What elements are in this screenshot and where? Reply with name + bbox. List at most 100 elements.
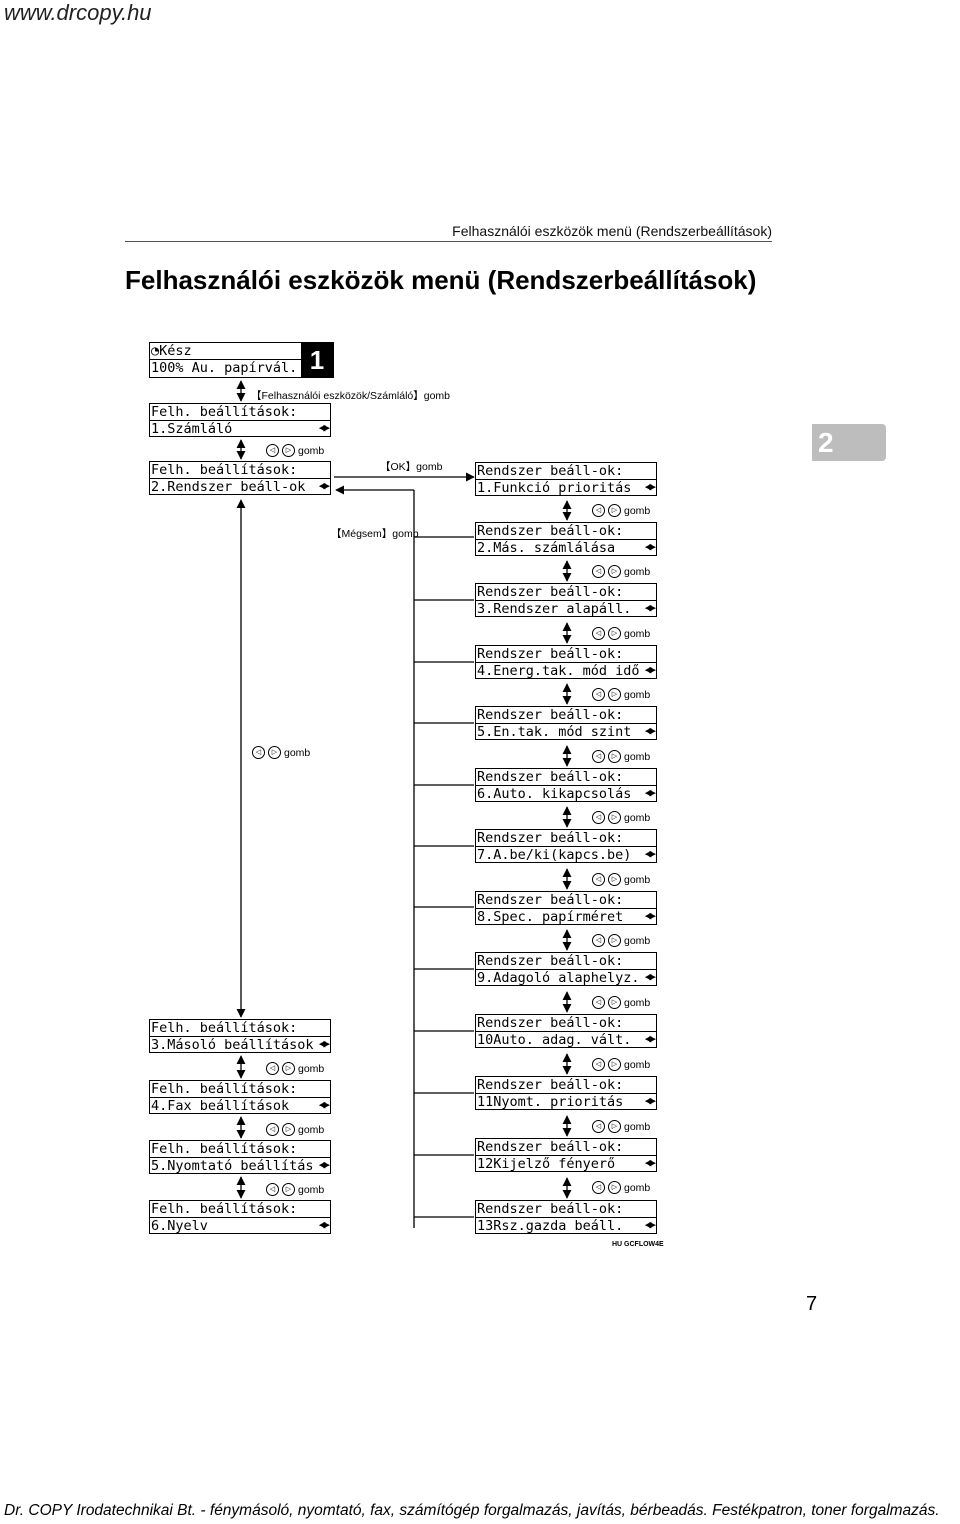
nav-buttons: ◁▷gomb (592, 504, 650, 517)
lcd-system-5: Rendszer beáll-ok:5.En.tak. mód szint◀▶ (475, 706, 657, 740)
right-arrow-icon: ▷ (608, 750, 621, 763)
gomb-label: gomb (298, 444, 325, 457)
lcd-header: Rendszer beáll-ok: (477, 707, 624, 723)
left-arrow-icon: ◁ (592, 934, 605, 947)
cancel-key-label: 【Mégsem】gomb (331, 528, 419, 540)
figure-code: HU GCFLOW4E (612, 1241, 664, 1248)
nav-buttons: ◁▷gomb (266, 1183, 324, 1196)
gomb-label: gomb (624, 873, 651, 886)
lcd-user-3: Felh. beállítások: 3.Másoló beállítások … (149, 1019, 331, 1053)
lcd-header: Felh. beállítások: (151, 1141, 298, 1157)
lcd-header: Rendszer beáll-ok: (477, 1015, 624, 1031)
lcd-header: Felh. beállítások: (151, 1201, 298, 1217)
lcd-item: 5.En.tak. mód szint (476, 723, 656, 739)
lcd-item: 3.Rendszer alapáll. (476, 600, 656, 616)
lcd-user-6: Felh. beállítások: 6.Nyelv ◀▶ (149, 1200, 331, 1234)
right-arrow-icon: ▷ (608, 873, 621, 886)
ready-line2: 100% Au. papírvál. (150, 359, 303, 376)
page-title: Felhasználói eszközök menü (Rendszerbeál… (125, 265, 757, 295)
gomb-label: gomb (624, 627, 651, 640)
lcd-item: 2.Rendszer beáll-ok (150, 478, 330, 494)
left-right-arrows-icon: ◀▶ (644, 1094, 656, 1107)
lcd-system-6: Rendszer beáll-ok:6.Auto. kikapcsolás◀▶ (475, 768, 657, 802)
nav-buttons: ◁▷gomb (252, 746, 310, 759)
lcd-system-2: Rendszer beáll-ok:2.Más. számlálása◀▶ (475, 522, 657, 556)
lcd-item: 10Auto. adag. vált. (476, 1031, 656, 1047)
lcd-header: Rendszer beáll-ok: (477, 1201, 624, 1217)
nav-buttons: ◁▷gomb (592, 873, 650, 886)
lcd-user-5: Felh. beállítások: 5.Nyomtató beállítás … (149, 1140, 331, 1174)
gomb-label: gomb (298, 1123, 325, 1136)
lcd-header: Felh. beállítások: (151, 462, 298, 478)
right-arrow-icon: ▷ (608, 504, 621, 517)
left-right-arrows-icon: ◀▶ (644, 909, 656, 922)
gomb-label: gomb (624, 1058, 651, 1071)
left-right-arrows-icon: ◀▶ (644, 724, 656, 737)
ready-screen: ◔Kész 100% Au. papírvál. 1 (149, 342, 334, 378)
left-right-arrows-icon: ◀▶ (644, 970, 656, 983)
right-arrow-icon: ▷ (282, 1062, 295, 1075)
left-right-arrows-icon: ◀▶ (318, 1158, 330, 1171)
lcd-item: 4.Energ.tak. mód idő (476, 662, 656, 678)
lcd-user-1: Felh. beállítások: 1.Számláló ◀▶ (149, 403, 331, 437)
lcd-item: 5.Nyomtató beállítás (150, 1157, 330, 1173)
lcd-header: Rendszer beáll-ok: (477, 584, 624, 600)
right-arrow-icon: ▷ (608, 934, 621, 947)
page-number: 7 (806, 1293, 818, 1315)
left-arrow-icon: ◁ (266, 444, 279, 457)
gomb-label: gomb (624, 688, 651, 701)
lcd-item: 1.Számláló (150, 420, 330, 436)
gomb-label: gomb (624, 1120, 651, 1133)
nav-buttons: ◁▷gomb (266, 1123, 324, 1136)
right-arrow-icon: ▷ (282, 444, 295, 457)
left-arrow-icon: ◁ (266, 1183, 279, 1196)
right-arrow-icon: ▷ (608, 996, 621, 1009)
nav-buttons: ◁▷gomb (592, 627, 650, 640)
nav-buttons: ◁▷gomb (592, 688, 650, 701)
left-right-arrows-icon: ◀▶ (644, 1218, 656, 1231)
left-arrow-icon: ◁ (592, 873, 605, 886)
running-head: Felhasználói eszközök menü (Rendszerbeál… (452, 223, 772, 239)
lcd-item: 1.Funkció prioritás (476, 479, 656, 495)
lcd-item: 9.Adagoló alaphelyz. (476, 969, 656, 985)
left-right-arrows-icon: ◀▶ (318, 479, 330, 492)
nav-buttons: ◁▷gomb (592, 811, 650, 824)
left-arrow-icon: ◁ (266, 1123, 279, 1136)
lcd-item: 2.Más. számlálása (476, 539, 656, 555)
gomb-label: gomb (298, 1062, 325, 1075)
lcd-header: Rendszer beáll-ok: (477, 1139, 624, 1155)
lcd-user-4: Felh. beállítások: 4.Fax beállítások ◀▶ (149, 1080, 331, 1114)
left-arrow-icon: ◁ (592, 811, 605, 824)
lcd-system-10: Rendszer beáll-ok:10Auto. adag. vált.◀▶ (475, 1014, 657, 1048)
right-arrow-icon: ▷ (608, 811, 621, 824)
lcd-header: Rendszer beáll-ok: (477, 953, 624, 969)
gomb-label: gomb (624, 504, 651, 517)
right-arrow-icon: ▷ (608, 565, 621, 578)
nav-buttons: ◁▷gomb (266, 1062, 324, 1075)
right-arrow-icon: ▷ (608, 1120, 621, 1133)
lcd-system-1: Rendszer beáll-ok:1.Funkció prioritás◀▶ (475, 462, 657, 496)
lcd-system-3: Rendszer beáll-ok:3.Rendszer alapáll.◀▶ (475, 583, 657, 617)
ready-line1: Kész (159, 343, 192, 359)
lcd-item: 12Kijelző fényerő (476, 1155, 656, 1171)
left-arrow-icon: ◁ (592, 688, 605, 701)
lcd-item: 13Rsz.gazda beáll. (476, 1217, 656, 1233)
right-arrow-icon: ▷ (608, 1058, 621, 1071)
left-right-arrows-icon: ◀▶ (318, 1218, 330, 1231)
left-arrow-icon: ◁ (592, 1120, 605, 1133)
lcd-system-4: Rendszer beáll-ok:4.Energ.tak. mód idő◀▶ (475, 645, 657, 679)
header-rule (125, 241, 772, 242)
right-arrow-icon: ▷ (608, 1181, 621, 1194)
right-arrow-icon: ▷ (282, 1183, 295, 1196)
left-arrow-icon: ◁ (592, 504, 605, 517)
left-arrow-icon: ◁ (592, 750, 605, 763)
lcd-header: Rendszer beáll-ok: (477, 646, 624, 662)
left-right-arrows-icon: ◀▶ (644, 847, 656, 860)
gomb-label: gomb (624, 934, 651, 947)
nav-buttons: ◁▷gomb (592, 1058, 650, 1071)
gomb-label: gomb (624, 1181, 651, 1194)
footer: Dr. COPY Irodatechnikai Bt. - fénymásoló… (4, 1502, 940, 1519)
lcd-item: 6.Auto. kikapcsolás (476, 785, 656, 801)
watermark: www.drcopy.hu (4, 0, 152, 25)
